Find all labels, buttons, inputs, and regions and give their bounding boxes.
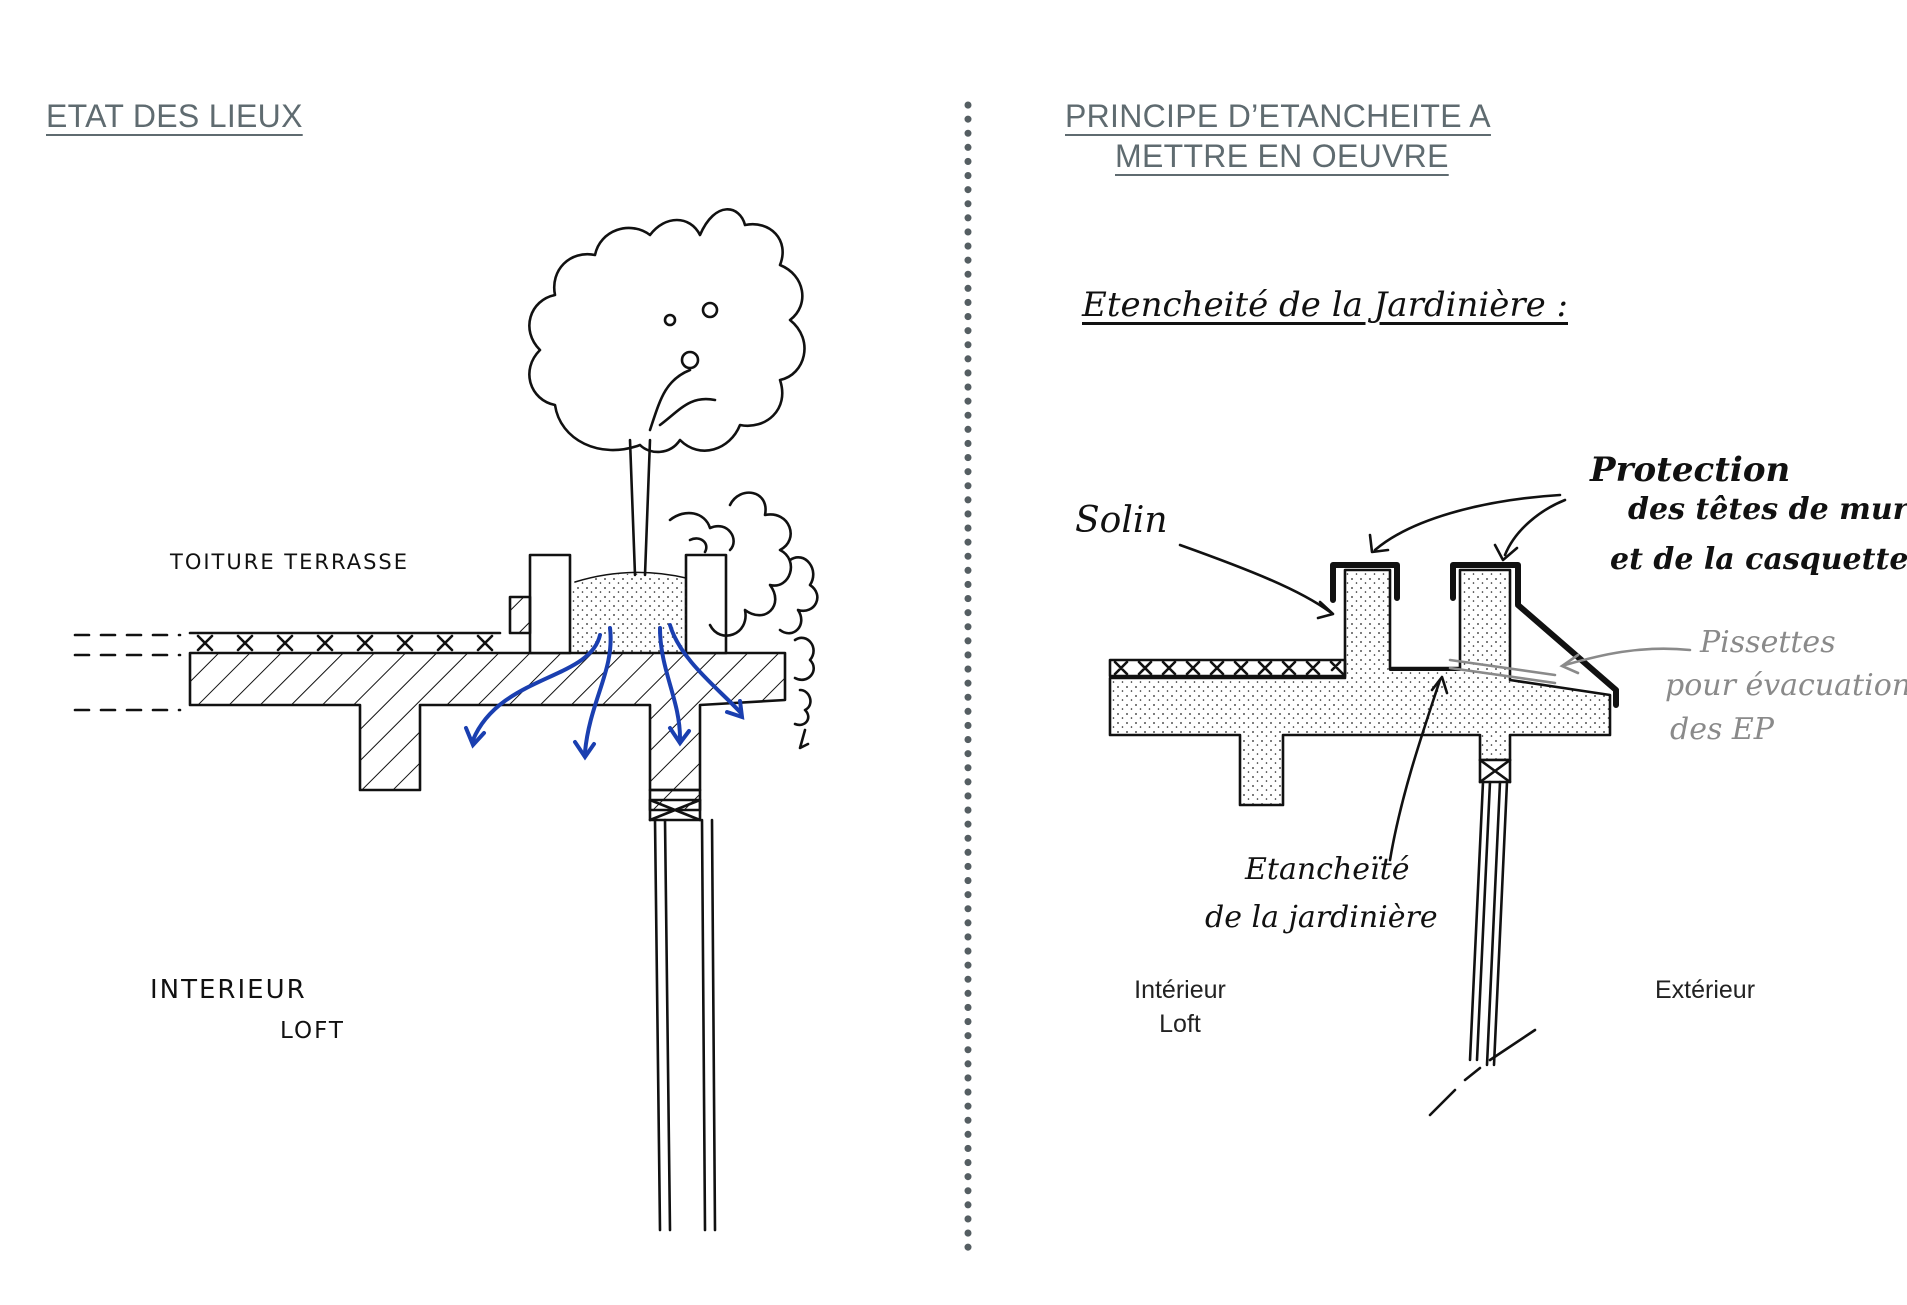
label-pissettes-1: Pissettes [1700, 625, 1836, 660]
water-infiltration-arrows [464, 623, 745, 761]
pissettes [1448, 647, 1692, 685]
label-loft: LOFT [280, 1018, 345, 1044]
left-sketch [73, 208, 819, 1232]
label-protection-2: des têtes de murs [1628, 492, 1907, 527]
label-etancheite-2: de la jardinière [1205, 900, 1438, 935]
concrete-slab [188, 651, 787, 792]
right-sketch [1108, 493, 1619, 1117]
label-pissettes-2: pour évacuation [1665, 668, 1907, 703]
concrete-body [1108, 568, 1612, 807]
tree-canopy [528, 208, 806, 454]
label-toiture-terrasse: TOITURE TERRASSE [170, 550, 410, 574]
label-protection-3: et de la casquette [1610, 542, 1907, 577]
label-protection-1: Protection [1590, 450, 1791, 490]
label-interieur-typed: Intérieur Loft [1110, 973, 1250, 1041]
right-title-line1: PRINCIPE D’ETANCHEITE A [1065, 98, 1491, 134]
label-interieur-line2: Loft [1159, 1010, 1201, 1038]
label-interieur-line1: Intérieur [1134, 976, 1226, 1004]
label-pissettes-3: des EP [1670, 712, 1774, 747]
right-title-line2: METTRE EN OEUVRE [1115, 138, 1449, 174]
label-interieur: INTERIEUR [150, 975, 307, 1005]
label-exterieur: Extérieur [1655, 976, 1756, 1004]
wall-head-protection [1330, 562, 1400, 603]
subtitle-etancheite: Etencheité de la Jardinière : [1082, 285, 1568, 325]
label-solin: Solin [1075, 500, 1168, 541]
label-etancheite-1: Etancheïté [1245, 852, 1410, 887]
left-title: ETAT DES LIEUX [46, 98, 303, 134]
membrane-crosses [196, 634, 494, 652]
